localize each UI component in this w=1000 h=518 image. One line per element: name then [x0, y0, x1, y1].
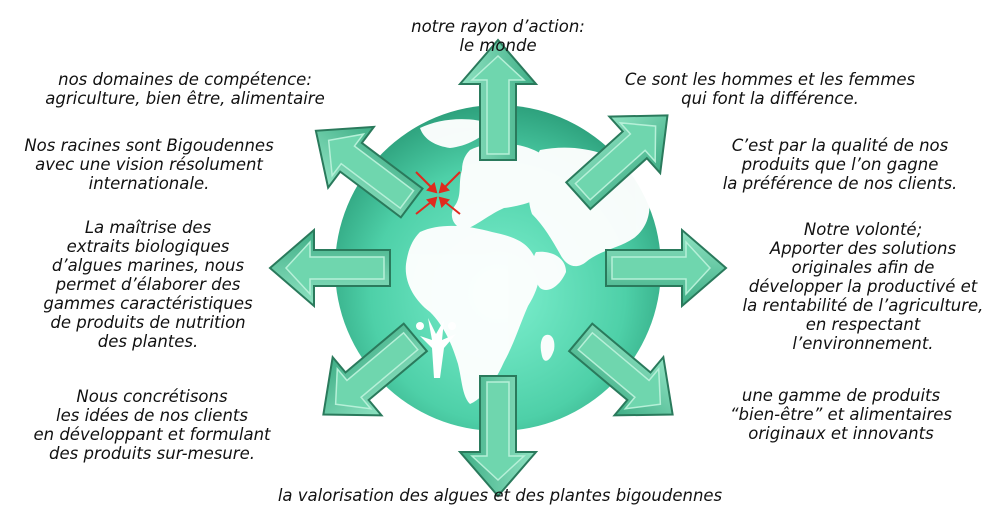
label-top: notre rayon d’action: le monde	[411, 17, 585, 55]
label-top-left: nos domaines de compétence: agriculture,…	[45, 70, 325, 108]
label-lower-right: une gamme de produits “bien-être” et ali…	[729, 386, 953, 443]
ermine-icon	[416, 318, 456, 378]
arrow-right	[605, 227, 728, 309]
arrow-upper-left	[314, 125, 424, 219]
label-upper-right: C’est par la qualité de nos produits que…	[722, 136, 958, 193]
arrow-left	[268, 227, 391, 309]
arrow-lower-right	[567, 322, 674, 417]
label-upper-left: Nos racines sont Bigoudennes avec une vi…	[24, 136, 274, 193]
arrow-top-right	[564, 114, 669, 211]
label-left: La maîtrise des extraits biologiques d’a…	[43, 218, 253, 351]
arrows-group	[268, 38, 728, 498]
arrow-lower-left	[322, 322, 429, 417]
location-marker-icon	[415, 171, 461, 215]
label-bottom: la valorisation des algues et des plante…	[277, 486, 723, 505]
label-lower-left: Nous concrétisons les idées de nos clien…	[33, 387, 271, 463]
arrow-bottom	[457, 375, 539, 498]
arrow-top	[457, 38, 539, 161]
label-right: Notre volonté; Apporter des solutions or…	[742, 220, 984, 353]
label-top-right: Ce sont les hommes et les femmes qui fon…	[624, 70, 916, 108]
